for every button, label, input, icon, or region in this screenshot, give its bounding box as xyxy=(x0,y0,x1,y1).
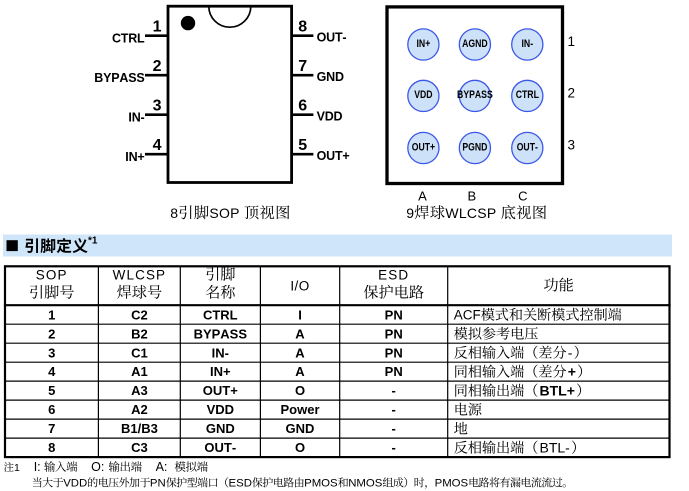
svg-text:BTL+: BTL+ xyxy=(540,383,575,399)
svg-text:B: B xyxy=(467,188,476,203)
svg-text:8: 8 xyxy=(298,19,307,36)
svg-text:WLCSP: WLCSP xyxy=(445,205,496,221)
svg-text:SOP: SOP xyxy=(209,205,239,221)
svg-text:SOP: SOP xyxy=(36,267,68,282)
svg-text:C2: C2 xyxy=(131,307,148,322)
svg-text:8: 8 xyxy=(48,440,55,455)
svg-text:3: 3 xyxy=(48,345,55,360)
svg-text:IN-: IN- xyxy=(212,345,229,360)
svg-text:8: 8 xyxy=(170,205,178,221)
svg-text:BYPASS: BYPASS xyxy=(457,89,493,101)
svg-text:OUT+: OUT+ xyxy=(203,383,238,398)
svg-text:PN: PN xyxy=(385,364,403,379)
svg-text:PN: PN xyxy=(150,478,166,490)
svg-text:1: 1 xyxy=(48,307,55,322)
svg-text:6: 6 xyxy=(298,98,307,115)
svg-text:O:: O: xyxy=(91,460,104,474)
svg-text:A:: A: xyxy=(156,460,168,474)
svg-text:WLCSP: WLCSP xyxy=(113,267,167,282)
svg-text:Power: Power xyxy=(280,402,319,417)
svg-text:3: 3 xyxy=(153,98,162,115)
svg-text:B2: B2 xyxy=(131,326,148,341)
svg-text:B1/B3: B1/B3 xyxy=(121,421,158,436)
svg-text:-: - xyxy=(392,402,396,417)
svg-text:IN+: IN+ xyxy=(417,38,431,50)
svg-text:4: 4 xyxy=(48,364,56,379)
svg-text:9: 9 xyxy=(406,205,414,221)
svg-text:PMOS: PMOS xyxy=(435,478,469,490)
svg-text:PN: PN xyxy=(385,307,403,322)
svg-text:7: 7 xyxy=(298,58,307,75)
svg-text:1: 1 xyxy=(568,34,576,49)
svg-text:4: 4 xyxy=(153,137,162,154)
svg-text:OUT-: OUT- xyxy=(317,31,347,45)
svg-text:5: 5 xyxy=(298,137,307,154)
svg-text:CTRL: CTRL xyxy=(112,32,145,46)
svg-text:PGND: PGND xyxy=(462,141,487,153)
svg-text:PMOS: PMOS xyxy=(304,478,338,490)
svg-text:*1: *1 xyxy=(88,235,98,246)
svg-text:OUT-: OUT- xyxy=(517,141,538,153)
svg-text:A: A xyxy=(418,188,427,203)
svg-text:-: - xyxy=(392,383,396,398)
svg-text:-: - xyxy=(568,345,573,361)
svg-text:A: A xyxy=(295,326,305,341)
svg-text:BYPASS: BYPASS xyxy=(194,326,248,341)
svg-text:C: C xyxy=(518,188,527,203)
svg-text:ACF: ACF xyxy=(454,308,481,323)
svg-text:BTL-: BTL- xyxy=(540,440,571,456)
svg-text:5: 5 xyxy=(48,383,55,398)
svg-text:A: A xyxy=(295,364,305,379)
svg-text:I: I xyxy=(298,307,302,322)
svg-text:OUT+: OUT+ xyxy=(412,141,435,153)
svg-text:AGND: AGND xyxy=(462,38,488,50)
svg-text:VDD: VDD xyxy=(317,110,343,124)
svg-text:CTRL: CTRL xyxy=(203,307,238,322)
svg-text:A: A xyxy=(295,345,305,360)
svg-text:1: 1 xyxy=(14,462,20,474)
svg-text:7: 7 xyxy=(48,421,55,436)
svg-text:BYPASS: BYPASS xyxy=(94,71,144,85)
svg-text:2: 2 xyxy=(568,86,576,101)
svg-text:VDD: VDD xyxy=(207,402,234,417)
svg-text:I:: I: xyxy=(34,460,41,474)
svg-text:IN-: IN- xyxy=(522,38,534,50)
svg-text:IN+: IN+ xyxy=(210,364,231,379)
svg-text:I/O: I/O xyxy=(290,278,309,293)
svg-text:NMOS: NMOS xyxy=(348,478,383,490)
svg-text:+: + xyxy=(568,364,576,380)
svg-text:A1: A1 xyxy=(131,364,148,379)
svg-text:-: - xyxy=(392,421,396,436)
svg-text:C1: C1 xyxy=(131,345,148,360)
svg-text:PN: PN xyxy=(385,326,403,341)
svg-text:ESD: ESD xyxy=(229,478,252,490)
svg-text:OUT-: OUT- xyxy=(204,440,236,455)
svg-text:GND: GND xyxy=(317,70,344,84)
svg-text:1: 1 xyxy=(153,19,162,36)
svg-text:VDD: VDD xyxy=(414,89,432,101)
svg-text:O: O xyxy=(295,383,305,398)
svg-text:VDD: VDD xyxy=(63,478,87,490)
svg-text:-: - xyxy=(392,440,396,455)
svg-text:IN+: IN+ xyxy=(125,150,144,164)
svg-text:OUT+: OUT+ xyxy=(317,149,350,163)
svg-text:PN: PN xyxy=(385,345,403,360)
svg-text:CTRL: CTRL xyxy=(516,89,539,101)
svg-text:A2: A2 xyxy=(131,402,148,417)
svg-text:GND: GND xyxy=(206,421,235,436)
svg-text:2: 2 xyxy=(48,326,55,341)
svg-text:6: 6 xyxy=(48,402,55,417)
svg-text:GND: GND xyxy=(286,421,315,436)
svg-text:A3: A3 xyxy=(131,383,148,398)
svg-text:ESD: ESD xyxy=(378,267,409,282)
svg-text:2: 2 xyxy=(153,58,162,75)
svg-text:IN-: IN- xyxy=(128,111,144,125)
svg-text:C3: C3 xyxy=(131,440,148,455)
svg-text:O: O xyxy=(295,440,305,455)
svg-text:3: 3 xyxy=(568,138,576,153)
